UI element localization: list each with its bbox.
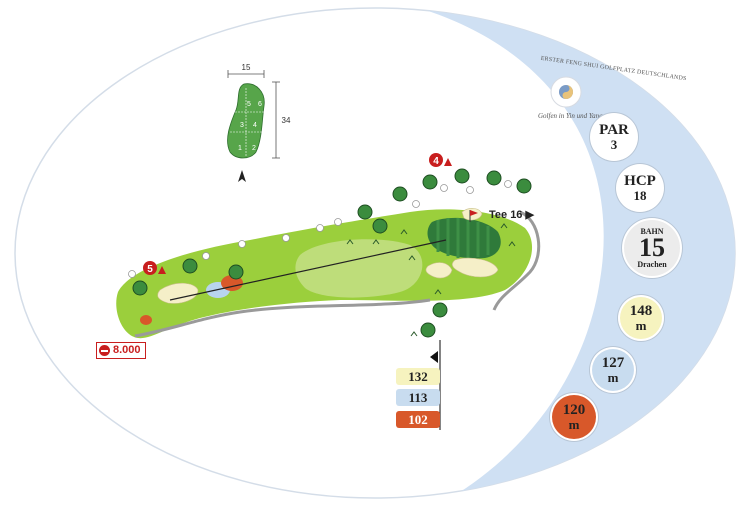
tee-box-yellow: 132 [396,368,440,385]
tee-arrow [430,351,438,363]
brand-logo [550,76,582,108]
marker-4: 4 [429,153,452,167]
svg-text:5: 5 [147,264,153,275]
white-marker [202,252,210,260]
yardage-127: 127 m [592,349,634,391]
bahn-badge: BAHN 15 Drachen [624,220,680,276]
white-marker [128,270,136,278]
svg-text:5: 5 [247,101,251,108]
tree [420,322,436,338]
rough-mark [434,289,442,295]
rough-marks [346,223,516,337]
bunker [425,262,453,279]
par-badge: PAR 3 [592,115,636,159]
next-tee-label: Tee 16 ▶ [489,209,534,221]
white-marker [316,224,324,232]
tree [228,264,244,280]
bahn-number: 15 [639,233,665,262]
tree [372,218,388,234]
tree [516,178,532,194]
white-markers [128,180,512,278]
svg-text:15: 15 [242,63,251,72]
rough-mark [508,241,516,247]
yardage-120: 120 m [552,395,596,439]
marker-5: 5 [143,261,166,275]
rough-mark [500,223,508,229]
cart-path-right [492,210,541,311]
distance-marker: 8.000 [96,342,146,359]
cart-path [134,298,431,338]
green-diagram: 15 34 1 2 3 4 5 6 [227,63,291,182]
tree [357,204,373,220]
white-marker [238,240,246,248]
yardage-148: 148 m [620,297,662,339]
white-marker [412,200,420,208]
svg-text:6: 6 [258,101,262,108]
svg-text:3: 3 [240,122,244,129]
red-hazard-small [140,315,152,325]
svg-text:2: 2 [252,145,256,152]
white-marker [334,218,342,226]
bunker [157,282,199,304]
tree [432,302,448,318]
svg-text:1: 1 [238,145,242,152]
rough-mark [410,331,418,337]
minus-icon [99,345,110,356]
tree [486,170,502,186]
fairway [295,239,423,298]
bunker [451,257,499,278]
water-band [390,8,735,498]
rough-mark [400,229,408,235]
brand-tagline: Golfen in Yin und Yang [538,112,603,120]
svg-text:4: 4 [253,122,257,129]
white-marker [466,186,474,194]
rough-mark [408,255,416,261]
rough-mark [346,239,354,245]
bahn-label: BAHN [640,227,664,236]
tree [182,258,198,274]
hcp-badge: HCP 18 [618,166,662,210]
tree [454,168,470,184]
play-line [169,239,447,301]
white-marker [282,234,290,242]
tree [392,186,408,202]
tee-box-red: 102 [396,411,440,428]
tree [422,174,438,190]
flag-pin [469,210,478,222]
rough-mark [372,239,380,245]
putting-green [427,217,501,259]
white-marker [504,180,512,188]
bahn-name: Drachen [637,260,667,269]
svg-text:4: 4 [433,156,439,167]
trees [132,168,532,338]
play-arrow-icon: ▶ [525,209,534,221]
svg-text:34: 34 [282,116,291,125]
tee-box-blue: 113 [396,389,440,406]
tree [132,280,148,296]
white-marker [440,184,448,192]
up-arrow-icon [238,170,246,182]
